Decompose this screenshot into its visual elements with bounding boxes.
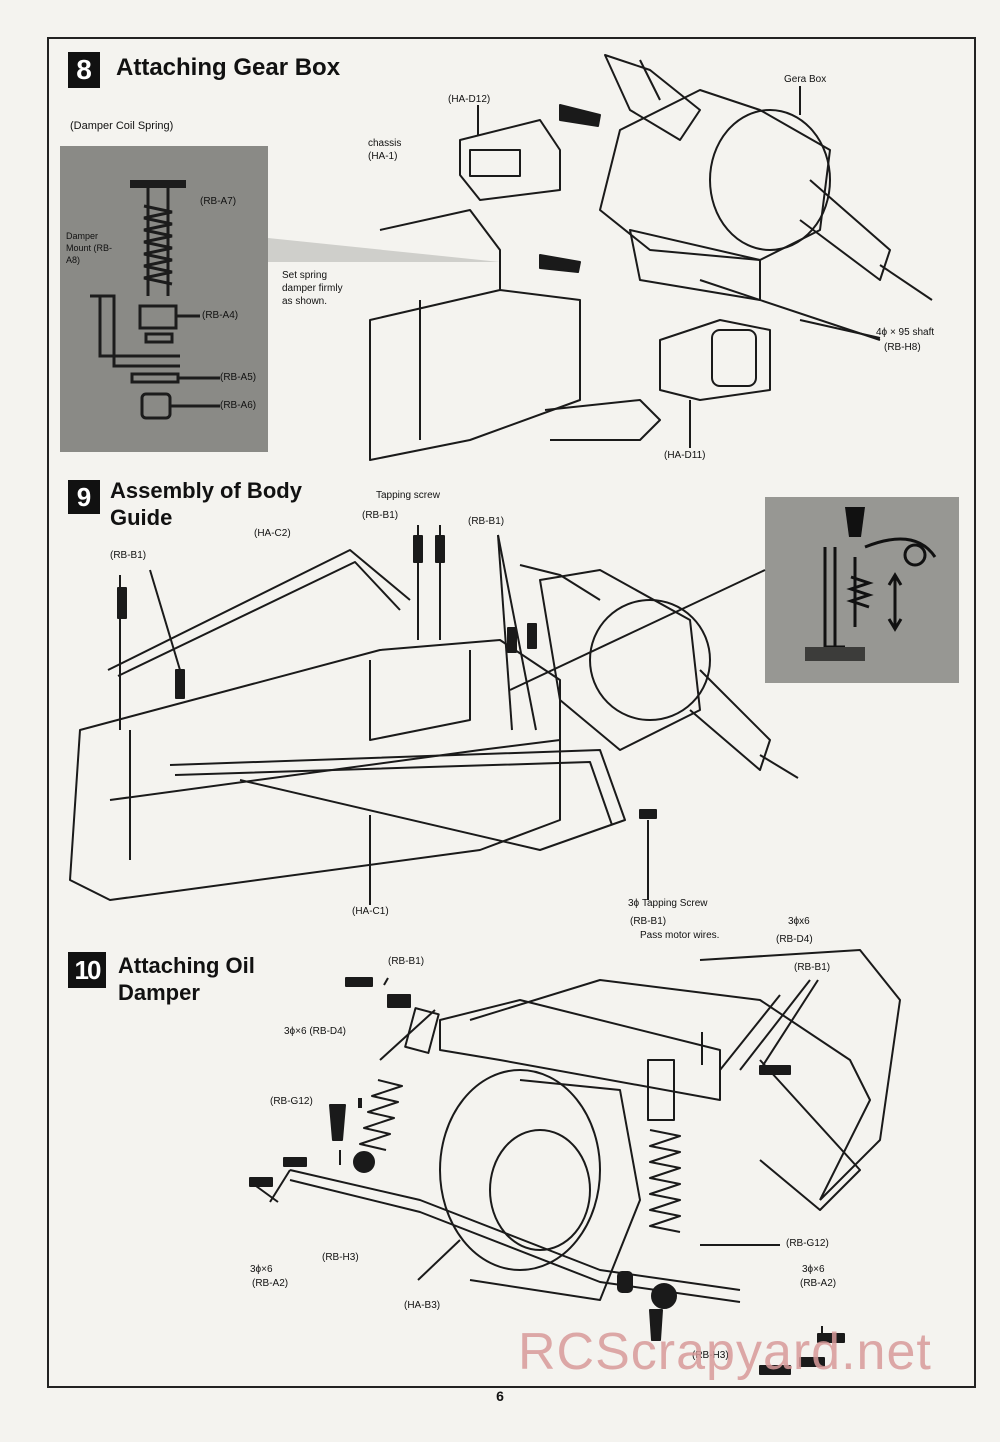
label-ha-d12: (HA-D12) xyxy=(448,94,491,105)
label-rb-h3-right: (RB-H3) xyxy=(692,1350,729,1361)
label-a2-right-1: 3ϕ×6 xyxy=(802,1264,825,1275)
step-9-title-line1: Assembly of Body xyxy=(110,478,302,503)
gearbox-chassis-drawing xyxy=(268,54,933,461)
label-d4-right-1: 3ϕx6 xyxy=(788,916,810,927)
label-ha-b3: (HA-B3) xyxy=(404,1300,441,1311)
inset-label-a6: (RB-A6) xyxy=(220,400,257,411)
label-rb-h3-left: (RB-H3) xyxy=(322,1252,359,1263)
step-10-title-line2: Damper xyxy=(118,980,200,1005)
label-pass-motor: Pass motor wires. xyxy=(640,930,720,941)
label-set-spring-1: Set spring xyxy=(282,270,328,281)
label-tapping-screw: Tapping screw xyxy=(376,490,440,501)
body-guide-detail-photo xyxy=(765,497,959,683)
damper-spring-photo: Damper Mount (RB-A8) (RB-A4) (RB-A5) (RB… xyxy=(60,146,268,452)
label-chassis: chassis xyxy=(368,138,402,149)
label-d4-right-2: (RB-D4) xyxy=(776,934,813,945)
screw-depth-illustration xyxy=(765,497,959,683)
label-rb-b1-left: (RB-B1) xyxy=(110,550,147,561)
label-rb-b1-right: (RB-B1) xyxy=(468,516,505,527)
label-tapping-screw-3: 3ϕ Tapping Screw xyxy=(628,898,708,909)
label-rb-g12-right: (RB-G12) xyxy=(786,1238,829,1249)
label-rb-h8: (RB-H8) xyxy=(884,342,921,353)
step-8-title: Attaching Gear Box xyxy=(116,54,341,81)
inset-label-a5: (RB-A5) xyxy=(220,372,257,383)
label-gear-box: Gera Box xyxy=(784,74,827,85)
step-10-title-line1: Attaching Oil xyxy=(118,953,255,978)
label-d4-left: 3ϕ×6 (RB-D4) xyxy=(284,1026,347,1037)
oil-damper-drawing xyxy=(249,949,901,1375)
label-ha-d11: (HA-D11) xyxy=(664,450,706,461)
inset-caption: (Damper Coil Spring) xyxy=(70,120,174,132)
label-set-spring-2: damper firmly xyxy=(282,283,343,294)
damper-spring-illustration xyxy=(60,146,268,452)
inset-label-a7: (RB-A7) xyxy=(200,196,237,207)
page-frame xyxy=(47,37,976,1388)
step-8-number: 8 xyxy=(68,52,100,88)
label-ha-c2: (HA-C2) xyxy=(254,528,291,539)
watermark: RCScrapyard.net xyxy=(518,1323,932,1381)
step-9-title-line2: Guide xyxy=(110,505,173,530)
label-rb-b1-b: (RB-B1) xyxy=(630,916,667,927)
page-number: 6 xyxy=(496,1388,504,1404)
label-rb-g12-left: (RB-G12) xyxy=(270,1096,313,1107)
step-10-number: 10 xyxy=(68,952,106,988)
body-guide-drawing xyxy=(69,525,799,905)
label-rb-b1-a: (RB-B1) xyxy=(388,956,425,967)
inset-label-damper-mount: Damper Mount (RB-A8) xyxy=(66,231,113,265)
step-9-number: 9 xyxy=(68,480,100,514)
label-a2-left-1: 3ϕ×6 xyxy=(250,1264,273,1275)
label-rb-b1-top: (RB-B1) xyxy=(362,510,399,521)
inset-label-a4: (RB-A4) xyxy=(202,310,239,321)
label-a2-left-2: (RB-A2) xyxy=(252,1278,289,1289)
label-ha-c1: (HA-C1) xyxy=(352,906,389,917)
label-set-spring-3: as shown. xyxy=(282,296,328,307)
label-ha-1: (HA-1) xyxy=(368,151,398,162)
label-a2-right-2: (RB-A2) xyxy=(800,1278,837,1289)
label-shaft: 4ϕ × 95 shaft xyxy=(876,327,935,338)
label-rb-b1-c: (RB-B1) xyxy=(794,962,831,973)
